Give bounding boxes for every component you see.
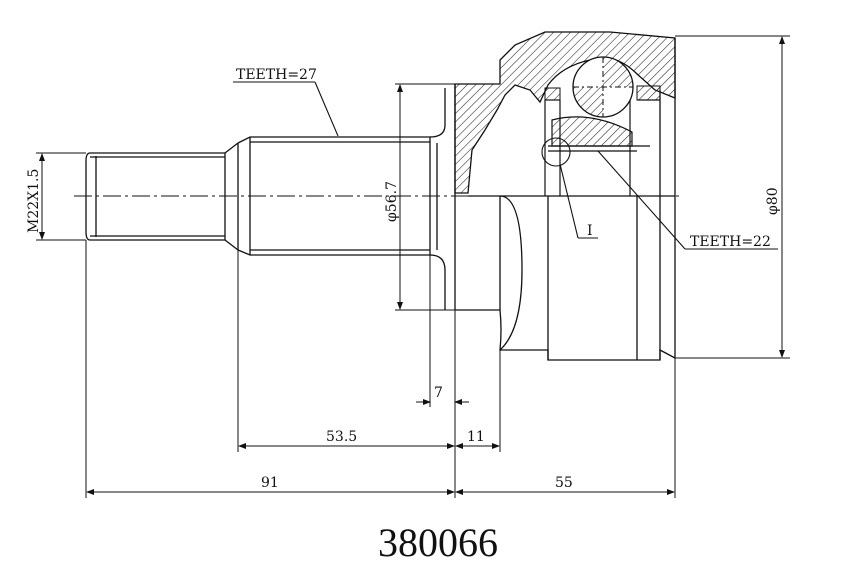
dim-53-5-label: 53.5 [326,429,357,445]
threaded-stub [85,142,239,251]
housing-diameter-label: φ80 [765,187,781,215]
thread-size-label: M22X1.5 [26,169,42,233]
teeth-22-label: TEETH=22 [690,234,771,250]
shaft-diameter-dimension [395,83,455,311]
part-number: 380066 [378,520,498,565]
shaft-diameter-label: φ56.7 [384,181,400,222]
dim-91-label: 91 [261,475,279,491]
dim-7-label: 7 [434,385,443,401]
cage-ball [572,56,634,118]
housing-diameter-dimension [675,35,790,359]
extension-lines [85,240,676,498]
teeth-leaders [233,81,778,250]
outer-housing [454,31,676,361]
teeth-27-label: TEETH=27 [236,67,317,83]
dim-11-label: 11 [467,429,485,445]
detail-label: I [587,223,593,239]
splined-shaft [237,88,446,310]
detail-marker [541,137,598,239]
thread-dimension [36,152,86,241]
dim-55-label: 55 [555,475,573,491]
